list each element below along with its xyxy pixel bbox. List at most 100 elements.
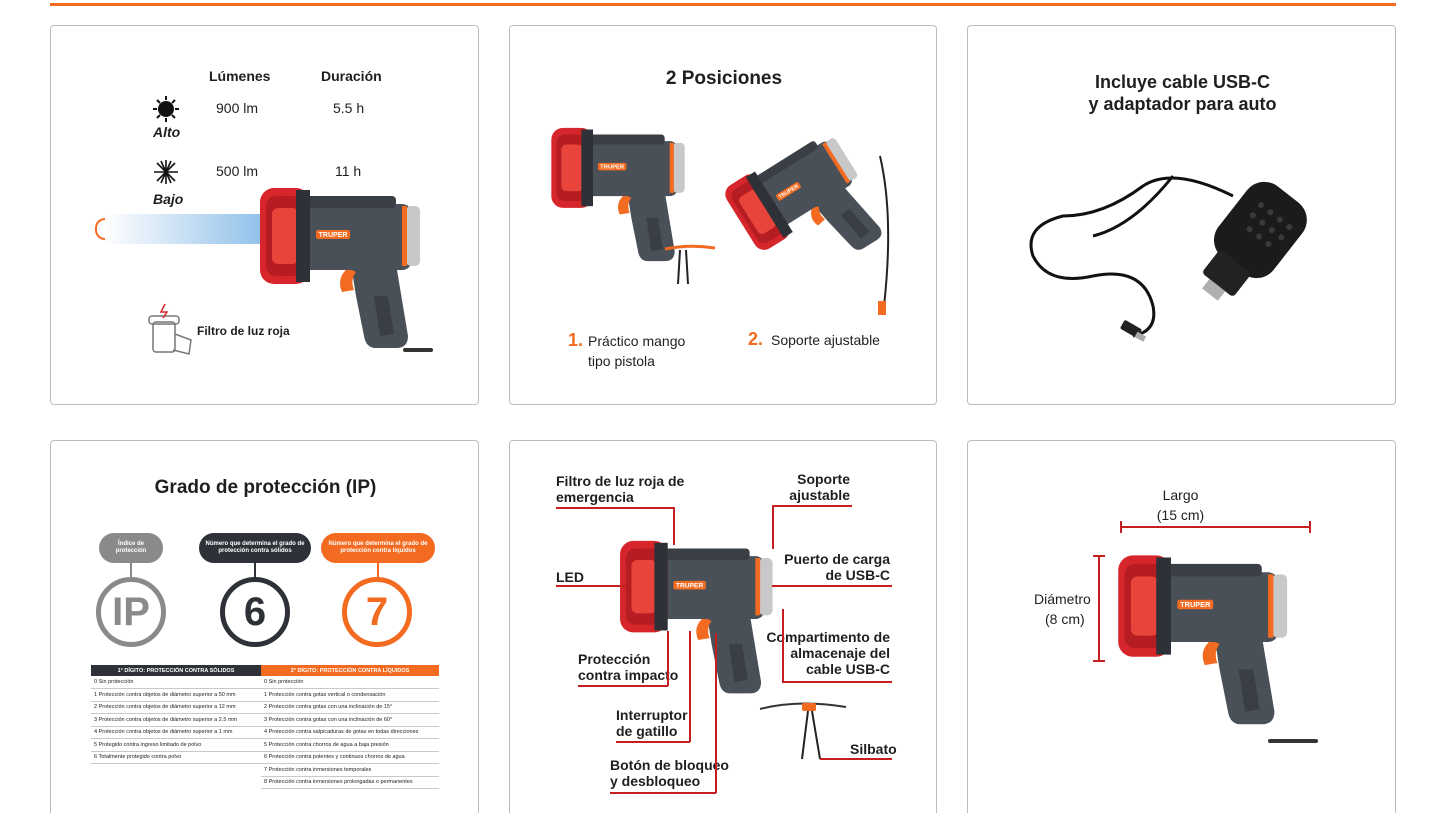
line-whistle	[820, 758, 892, 760]
ip-symbol: IP	[96, 577, 166, 647]
length-tick-left	[1120, 521, 1122, 533]
ip-solid-cell	[91, 776, 261, 789]
cable-title-line1: Incluye cable USB-C	[1094, 72, 1271, 92]
ip-solid-cell: 5 Protegido contra ingreso limitado de p…	[91, 738, 261, 752]
callout-stand-l1: Soporte	[797, 471, 850, 487]
connector-solids	[254, 563, 256, 579]
beam-arc-icon	[95, 218, 105, 240]
line-trigger-v	[689, 631, 691, 742]
callout-trigger: Interruptor de gatillo	[616, 707, 688, 739]
stand-lanyard-icon	[878, 155, 890, 315]
position-1-line2: tipo pistola	[588, 353, 655, 369]
ip-table-row: 5 Protegido contra ingreso limitado de p…	[91, 738, 439, 752]
card-parts: Filtro de luz roja de emergencia Soporte…	[509, 440, 937, 813]
light-beam	[103, 214, 263, 244]
line-red-filter-v	[673, 507, 675, 545]
ip-liquid-cell: 7 Protección contra inmersiones temporal…	[261, 763, 439, 777]
ip-digit-liquids: 7	[342, 577, 412, 647]
dimensions-cord	[1268, 739, 1318, 743]
diameter-tick-top	[1093, 555, 1105, 557]
diameter-tick-bottom	[1093, 660, 1105, 662]
line-lock-v	[715, 633, 717, 793]
badge-liquids: Número que determina el grado de protecc…	[321, 533, 435, 563]
whistle-lanyard-icon	[759, 702, 847, 760]
ip-liquid-cell: 6 Protección contra potentes y continuos…	[261, 751, 439, 764]
connector-liquids	[377, 563, 379, 579]
ip-table-header-solids: 1° DÍGITO: PROTECCIÓN CONTRA SÓLIDOS	[91, 665, 261, 676]
ip-table-row: 2 Protección contra objetos de diámetro …	[91, 701, 439, 714]
ip-liquid-cell: 5 Protección contra chorros de agua a ba…	[261, 738, 439, 752]
ip-solid-cell: 1 Protección contra objetos de diámetro …	[91, 688, 261, 702]
diameter-label: Diámetro	[1034, 591, 1091, 607]
callout-red-filter-l1: Filtro de luz roja de	[556, 473, 685, 489]
length-dim-line	[1120, 526, 1310, 528]
callout-lock-l1: Botón de bloqueo	[610, 757, 729, 773]
position-2-number: 2.	[748, 329, 764, 349]
positions-title: 2 Posiciones	[665, 68, 783, 89]
ip-table-row: 8 Protección contra inmersiones prolonga…	[91, 776, 439, 789]
ip-liquid-cell: 4 Protección contra salpicaduras de gota…	[261, 726, 439, 739]
mode-low-duration: 11 h	[335, 163, 362, 179]
callout-impact: Protección contra impacto	[578, 651, 678, 683]
diameter-value: (8 cm)	[1045, 611, 1085, 627]
callout-stand-l2: ajustable	[789, 487, 850, 503]
line-red-filter-h	[556, 507, 674, 509]
ip-solid-cell: 6 Totalmente protegido contra polvo	[91, 751, 261, 764]
red-filter-label: Filtro de luz roja	[197, 324, 290, 338]
callout-led: LED	[556, 569, 584, 585]
ip-solid-cell: 0 Sin protección	[91, 676, 261, 689]
line-lock-h	[610, 792, 716, 794]
card-ip-protection: Grado de protección (IP) Índice de prote…	[50, 440, 479, 813]
length-value: (15 cm)	[1156, 507, 1205, 523]
line-impact-h	[578, 685, 668, 687]
header-duration: Duración	[321, 68, 382, 84]
card-dimensions: Largo (15 cm) Diámetro (8 cm)	[967, 440, 1396, 813]
ip-liquid-cell: 2 Protección contra gotas con una inclin…	[261, 701, 439, 714]
line-led	[556, 585, 626, 587]
badge-index: Índice de protección	[99, 533, 163, 563]
ip-table: 1° DÍGITO: PROTECCIÓN CONTRA SÓLIDOS 2° …	[91, 665, 439, 789]
callout-storage: Compartimento de almacenaje del cable US…	[766, 629, 890, 677]
callout-storage-l3: cable USB-C	[805, 661, 890, 677]
position-1-number: 1.	[568, 330, 584, 350]
sun-icon	[153, 96, 179, 122]
top-accent-rule	[50, 3, 1396, 6]
ip-table-row: 4 Protección contra objetos de diámetro …	[91, 726, 439, 739]
ip-table-header-liquids: 2° DÍGITO: PROTECCIÓN CONTRA LÍQUIDOS	[261, 665, 439, 676]
header-lumens: Lúmenes	[209, 68, 271, 84]
badge-solids: Número que determina el grado de protecc…	[199, 533, 311, 563]
card-light-modes: Lúmenes Duración Alto 900 lm 5.5 h Bajo …	[50, 25, 479, 405]
ip-solid-cell: 3 Protección contra objetos de diámetro …	[91, 713, 261, 727]
callout-whistle: Silbato	[850, 741, 897, 757]
line-stand-v	[772, 505, 774, 549]
callout-lock: Botón de bloqueo y desbloqueo	[610, 757, 729, 789]
ip-title: Grado de protección (IP)	[154, 477, 377, 498]
red-filter-icon	[148, 303, 192, 355]
mode-low-label: Bajo	[153, 191, 184, 207]
callout-usb-port-l1: Puerto de carga	[784, 551, 890, 567]
ip-table-row: 3 Protección contra objetos de diámetro …	[91, 713, 439, 727]
line-trigger-h	[616, 741, 690, 743]
card-positions: 2 Posiciones 1. Práctico mango tipo pist…	[509, 25, 937, 405]
line-storage-v	[782, 609, 784, 681]
callout-trigger-l2: de gatillo	[616, 723, 678, 739]
mode-low-lumens: 500 lm	[216, 163, 259, 179]
line-impact-v	[667, 631, 669, 686]
card-cable: Incluye cable USB-C y adaptador para aut…	[967, 25, 1396, 405]
cable-title-line2: y adaptador para auto	[1088, 94, 1277, 114]
ip-solid-cell: 4 Protección contra objetos de diámetro …	[91, 726, 261, 739]
line-stand-h	[772, 505, 852, 507]
position-1-line1: Práctico mango	[588, 333, 686, 349]
ip-liquid-cell: 1 Protección contra gotas vertical o con…	[261, 688, 439, 702]
connector-index	[130, 563, 132, 579]
ip-liquid-cell: 8 Protección contra inmersiones prolonga…	[261, 776, 439, 789]
callout-impact-l2: contra impacto	[578, 667, 679, 683]
ip-digit-solids: 6	[220, 577, 290, 647]
mode-high-duration: 5.5 h	[333, 100, 365, 116]
mode-high-label: Alto	[153, 124, 181, 140]
car-adapter-image	[1202, 181, 1307, 301]
callout-usb-port: Puerto de carga de USB-C	[784, 551, 890, 583]
length-label: Largo	[1162, 487, 1199, 503]
line-storage-h	[782, 681, 892, 683]
